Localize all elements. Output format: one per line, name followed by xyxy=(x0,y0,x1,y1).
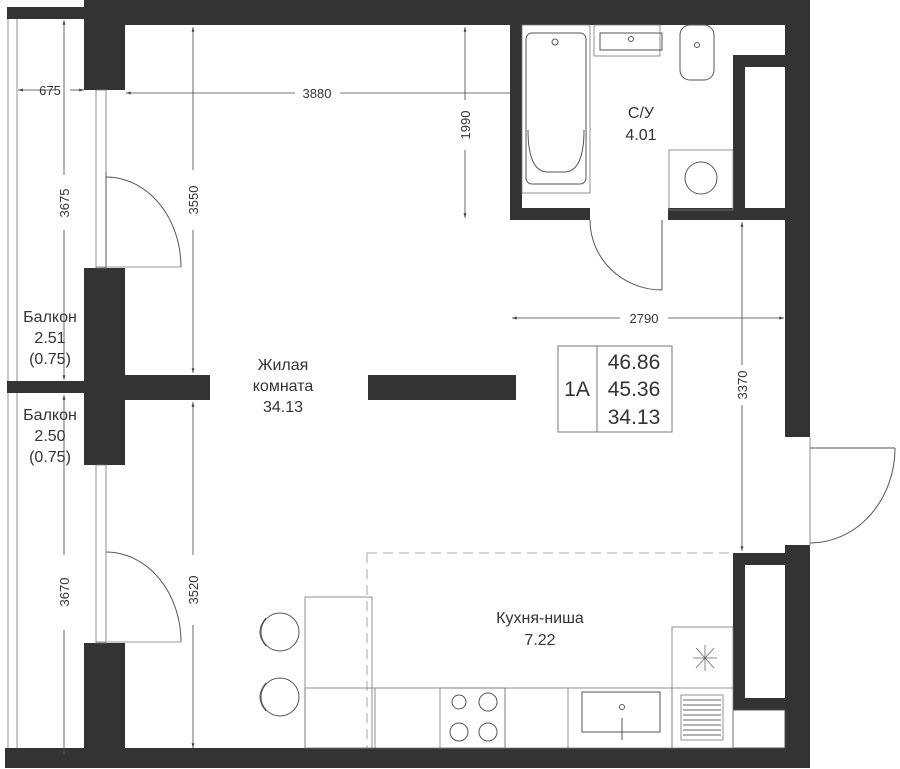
fridge-icon xyxy=(693,645,717,671)
balcony-top-area: 2.51 xyxy=(34,330,65,347)
walls xyxy=(5,0,810,768)
living-area: 34.13 xyxy=(608,406,661,429)
dim-living-width: 3880 xyxy=(303,86,332,101)
washing-machine-icon xyxy=(668,149,734,211)
dim-right-height: 3370 xyxy=(735,371,750,400)
kitchen-furniture xyxy=(304,552,734,749)
bathroom-area: 4.01 xyxy=(625,127,656,144)
dim-balcony-top-length: 3675 xyxy=(57,189,72,218)
balcony-top-coef: (0.75) xyxy=(29,351,71,368)
kitchen-name: Кухня-ниша xyxy=(496,610,584,627)
total-area: 46.86 xyxy=(608,351,661,374)
apartment-summary: 1А 46.86 45.36 34.13 xyxy=(557,345,673,433)
balcony-door-bottom[interactable] xyxy=(95,464,182,644)
entrance-door[interactable] xyxy=(809,437,896,545)
apartment-type: 1А xyxy=(564,378,590,401)
balcony-top-name: Балкон xyxy=(23,309,77,326)
bathtub-icon xyxy=(521,24,591,194)
dim-bath-depth: 1990 xyxy=(458,111,473,140)
bathroom-name: С/У xyxy=(628,105,655,122)
stove-icon xyxy=(439,687,506,749)
sink-icon xyxy=(593,24,663,57)
chairs xyxy=(259,612,300,717)
dim-balcony-bottom-length: 3670 xyxy=(57,578,72,607)
balcony-bottom-area: 2.50 xyxy=(34,428,65,445)
kitchen-sink-icon xyxy=(581,691,661,740)
balcony-bottom-coef: (0.75) xyxy=(29,449,71,466)
dishwasher-icon xyxy=(680,694,724,741)
dim-right-width: 2790 xyxy=(630,311,659,326)
living-room-area: 34.13 xyxy=(263,399,303,416)
balcony-strip xyxy=(7,7,85,755)
kitchen-area: 7.22 xyxy=(524,632,555,649)
dim-balcony-width: 675 xyxy=(39,83,61,98)
balcony-bottom-name: Балкон xyxy=(23,407,77,424)
dim-living-top-height: 3550 xyxy=(186,186,201,215)
toilet-icon xyxy=(679,24,715,81)
dim-living-bottom-height: 3520 xyxy=(186,576,201,605)
living-area-total: 45.36 xyxy=(608,378,661,401)
balcony-door-top[interactable] xyxy=(95,89,182,269)
bathroom-door[interactable] xyxy=(589,219,663,291)
living-room-name-1: Жилая xyxy=(258,357,309,374)
dimension-lines xyxy=(18,20,784,755)
living-room-name-2: комната xyxy=(253,378,314,395)
